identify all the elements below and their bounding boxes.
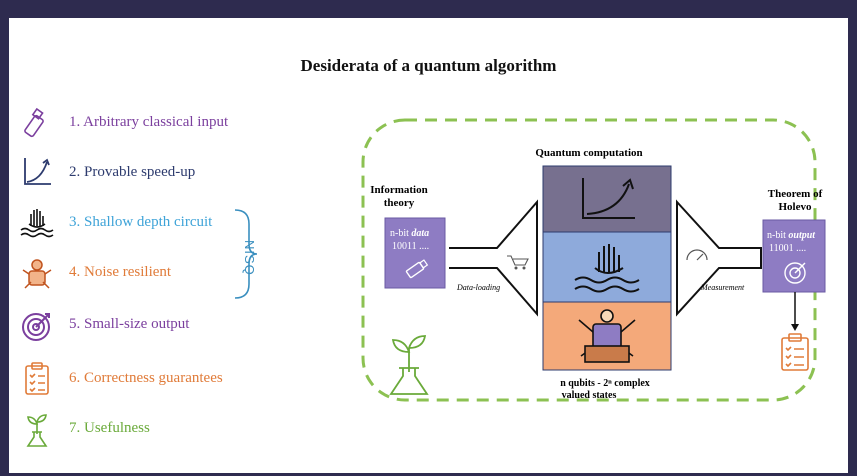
output-box <box>762 219 826 293</box>
slide-title: Desiderata of a quantum algorithm <box>300 56 557 75</box>
info-theory-line-1: Information <box>370 184 427 196</box>
desideratum-1: 1. Arbitrary classical input <box>69 114 229 130</box>
plant-flask-icon <box>26 414 48 447</box>
slide: Desiderata of a quantum algorithm 1. Arb… <box>9 18 848 473</box>
desideratum-5: 5. Small-size output <box>69 316 190 332</box>
output-arrowhead <box>791 324 799 331</box>
quantum-algorithm-diagram: Information theory n-bit data 10011 ....… <box>361 118 826 402</box>
info-theory-line-2: theory <box>384 197 415 209</box>
holevo-line-1: Theorem of <box>768 188 823 200</box>
qubits-line-1: n qubits - 2ⁿ complex <box>560 378 650 389</box>
drowning-hand-icon <box>20 209 54 238</box>
target-icon <box>22 313 50 341</box>
desideratum-4: 4. Noise resilient <box>69 264 172 280</box>
wrestler-icon <box>22 259 52 289</box>
output-box-bits: 11001 .... <box>769 243 806 254</box>
desideratum-7: 7. Usefulness <box>69 420 150 436</box>
input-usb-icon <box>405 259 429 279</box>
block-speedup-icon <box>582 178 635 219</box>
cart-icon <box>507 255 529 270</box>
data-loading-funnel <box>449 199 538 317</box>
holevo-line-2: Holevo <box>779 201 812 213</box>
measurement-label: Measurement <box>700 283 745 292</box>
input-box-bits: 10011 .... <box>392 241 429 252</box>
block-wrestler-icon <box>578 309 636 363</box>
speedup-block <box>542 165 672 233</box>
growth-curve-icon <box>24 158 51 185</box>
data-loading-label: Data-loading <box>456 283 500 292</box>
shallow-depth-block <box>542 231 672 303</box>
qubits-line-2: valued states <box>562 390 617 401</box>
result-clipboard-icon <box>781 333 809 371</box>
gauge-icon <box>686 249 708 261</box>
desideratum-2: 2. Provable speed-up <box>69 164 196 180</box>
nisq-bracket <box>234 209 258 299</box>
desideratum-6: 6. Correctness guarantees <box>69 370 223 386</box>
nisq-label: NISQ <box>242 240 257 276</box>
quantum-computation-label: Quantum computation <box>535 147 642 159</box>
output-box-label: n-bit output <box>767 230 816 241</box>
usb-stick-icon <box>24 107 44 138</box>
input-box-label: n-bit data <box>390 228 429 239</box>
block-drowning-hand-icon <box>574 244 640 293</box>
output-target-icon <box>784 262 806 284</box>
clipboard-icon <box>25 362 49 395</box>
input-box <box>384 217 446 289</box>
desideratum-3: 3. Shallow depth circuit <box>69 214 213 230</box>
usefulness-plant-icon <box>389 335 429 395</box>
measurement-funnel <box>676 199 762 317</box>
